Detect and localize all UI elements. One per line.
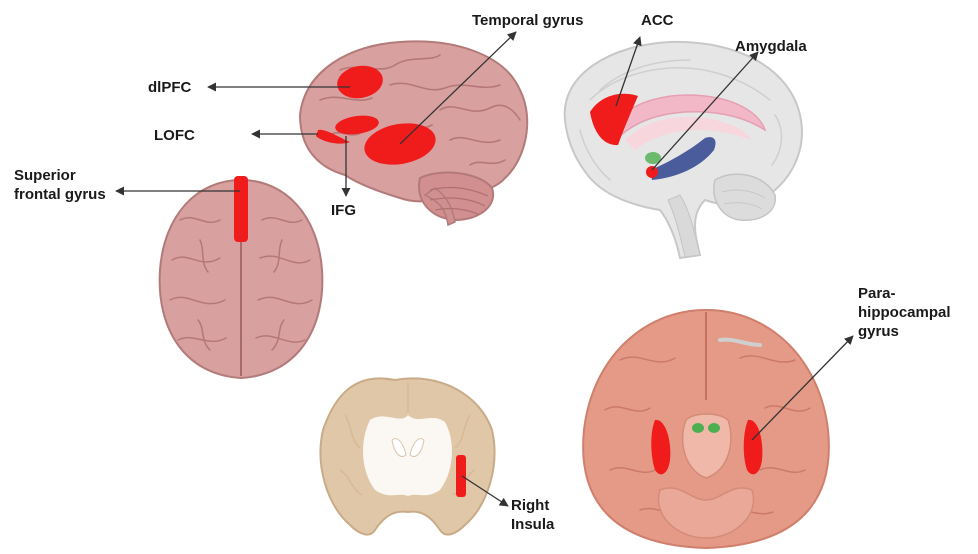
lofc-label: LOFC: [154, 126, 195, 145]
right-insula-region: [456, 455, 466, 497]
dlpfc-label: dlPFC: [148, 78, 191, 97]
superior-brain-illustration: [160, 176, 323, 378]
medial-brain-illustration: [565, 42, 802, 258]
parahippocampal-gyrus-label: Para- hippocampal gyrus: [858, 284, 951, 341]
amygdala-region: [646, 166, 658, 178]
right-insula-label: Right Insula: [511, 496, 554, 534]
amygdala-label: Amygdala: [735, 37, 807, 56]
superior-frontal-gyrus-region: [234, 176, 248, 242]
ventral-brain-illustration: [583, 310, 829, 548]
temporal-gyrus-label: Temporal gyrus: [472, 11, 583, 30]
lateral-brain-illustration: [300, 41, 527, 225]
coronal-section-illustration: [321, 378, 495, 534]
acc-label: ACC: [641, 11, 674, 30]
superior-frontal-gyrus-label: Superior frontal gyrus: [14, 166, 106, 204]
ifg-label: IFG: [331, 201, 356, 220]
